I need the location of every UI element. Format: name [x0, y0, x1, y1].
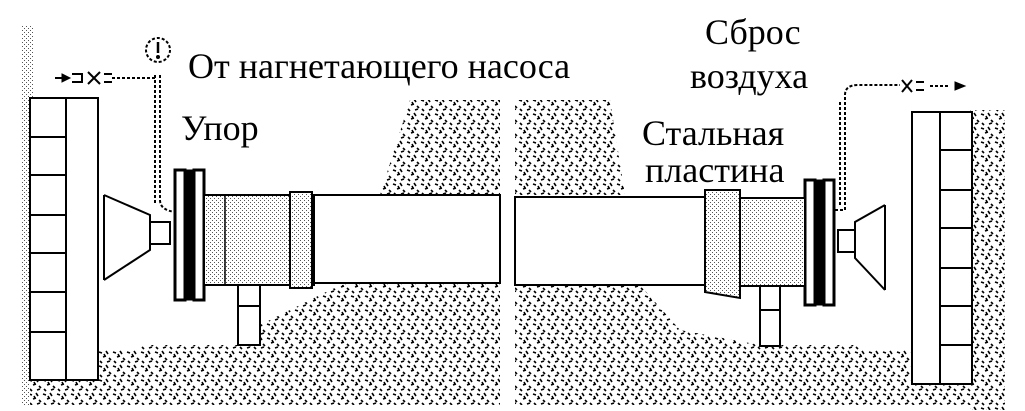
right-flange-plate	[803, 178, 836, 307]
left-thrust-wall	[29, 97, 171, 381]
left-flange-plate	[173, 168, 206, 302]
pipe-supports	[237, 284, 781, 347]
air-release-line	[835, 84, 900, 211]
inlet-valve[interactable]	[55, 71, 112, 85]
air-release-valve[interactable]	[901, 79, 967, 93]
air-release-label-1: Сброс	[705, 12, 801, 52]
pressure-gauge-icon	[145, 37, 171, 63]
steel-plate-label-2: пластина	[645, 150, 785, 190]
pipe	[203, 189, 806, 300]
stop-label: Упор	[181, 108, 259, 148]
inlet-line	[112, 75, 176, 213]
steel-plate-label-1: Стальная	[642, 113, 785, 153]
air-release-label-2: воздуха	[690, 56, 809, 96]
right-thrust-wall	[837, 111, 973, 385]
inlet-label: От нагнетающего насоса	[188, 46, 571, 86]
